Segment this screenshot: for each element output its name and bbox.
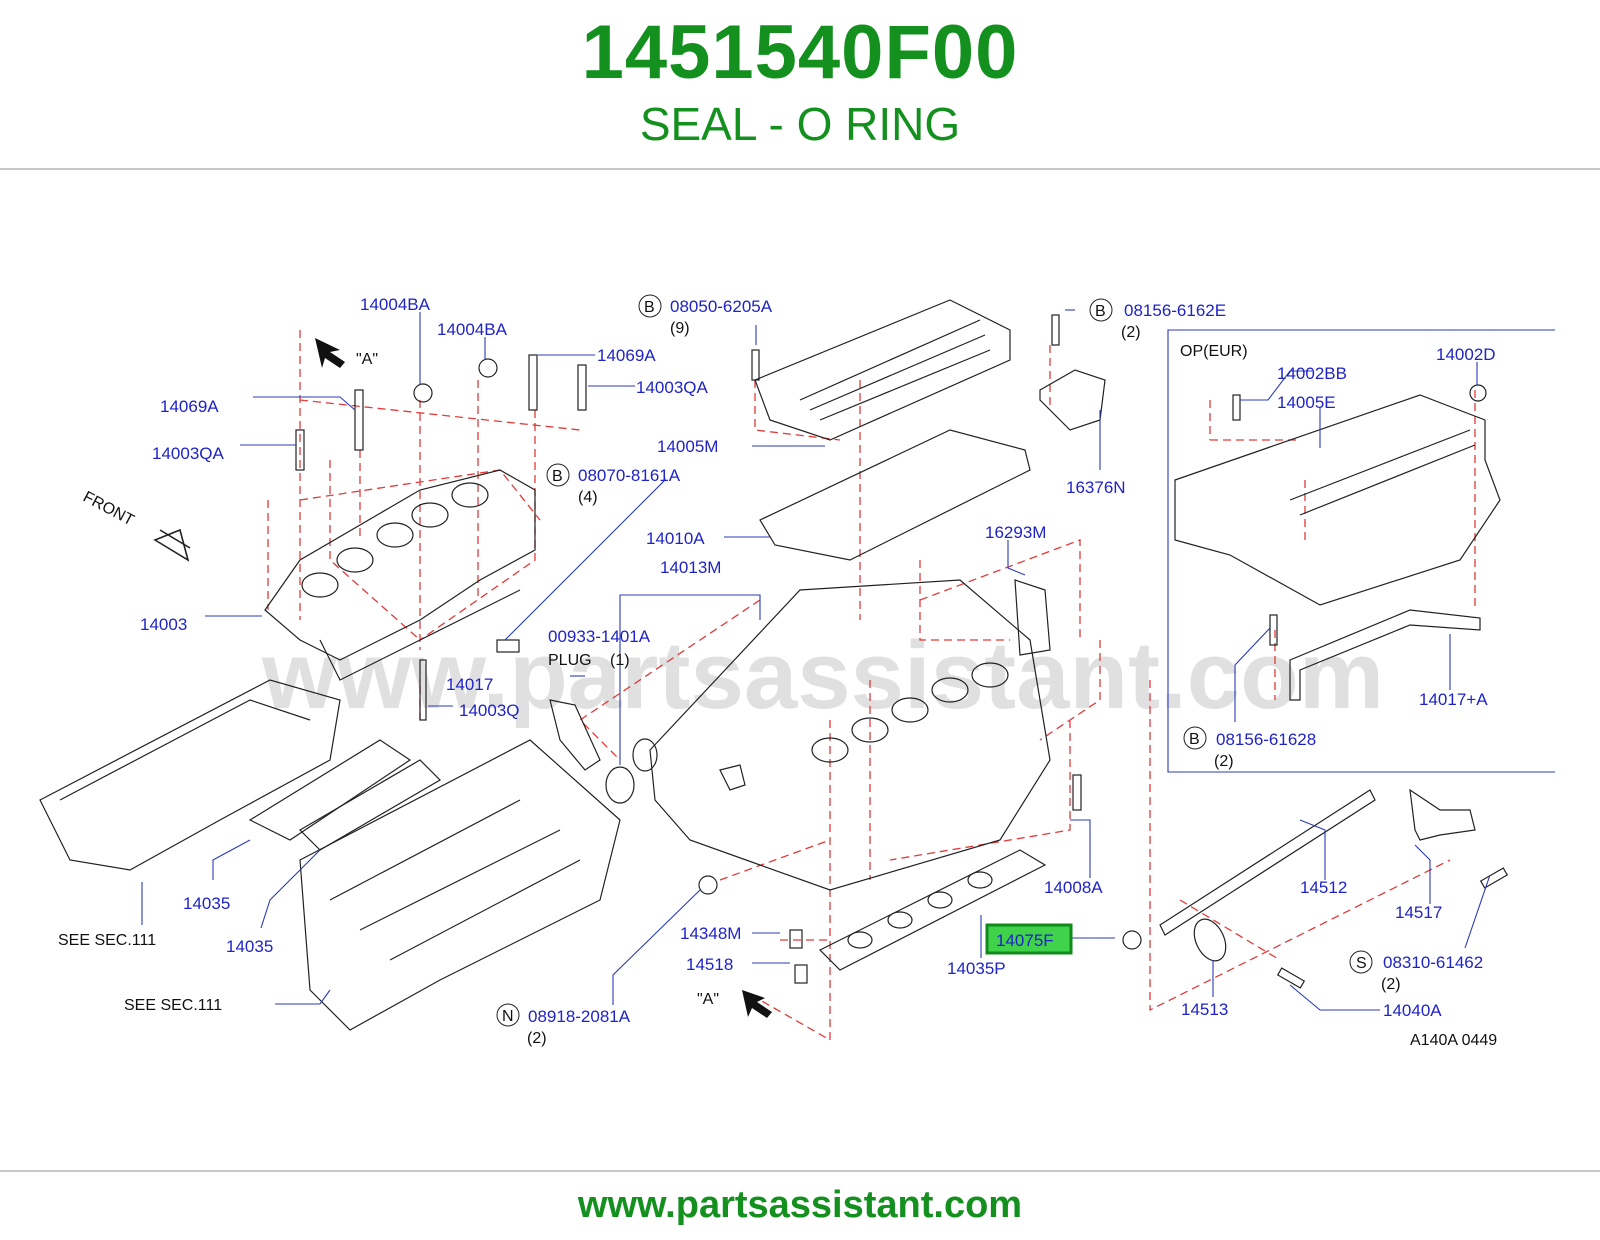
highlight-border <box>985 923 1073 955</box>
label-14040A[interactable]: 14040A <box>1383 1001 1442 1020</box>
label-14003QA-2[interactable]: 14003QA <box>152 444 224 463</box>
part-fuel-rail-14512 <box>1159 789 1376 936</box>
circle-b-1: B <box>644 299 655 316</box>
label-14004BA-1[interactable]: 14004BA <box>360 295 431 314</box>
view-a-arrow-icon-top <box>315 338 345 368</box>
label-14517[interactable]: 14517 <box>1395 903 1442 922</box>
diagram-code: A140A 0449 <box>1410 1032 1497 1049</box>
circle-s: S <box>1356 955 1367 972</box>
label-08070-8161A[interactable]: 08070-8161A <box>578 466 681 485</box>
label-plug-qty: (1) <box>610 652 630 669</box>
header-divider <box>0 168 1600 170</box>
label-14005E[interactable]: 14005E <box>1277 393 1336 412</box>
part-description: SEAL - O RING <box>639 98 961 150</box>
label-view-a-top: "A" <box>356 351 378 368</box>
label-see-sec-111-2: SEE SEC.111 <box>124 997 222 1014</box>
label-00933-1401A[interactable]: 00933-1401A <box>548 627 651 646</box>
footer-url-link[interactable]: www.partsassistant.com <box>577 1184 1023 1226</box>
part-cylinder-head-left <box>299 739 621 1031</box>
label-view-a-bottom: "A" <box>697 991 719 1008</box>
label-14003Q[interactable]: 14003Q <box>459 701 520 720</box>
leader-lines <box>141 309 1491 1011</box>
part-intake-collector-14013M <box>632 579 1051 891</box>
label-14513[interactable]: 14513 <box>1181 1000 1228 1019</box>
part-o-ring-seal <box>605 766 635 804</box>
label-08918-2081A[interactable]: 08918-2081A <box>528 1007 631 1026</box>
part-collector-cover <box>754 299 1011 441</box>
watermark-text: www.partsassistant.com <box>261 622 1384 729</box>
part-engine-cover-eur <box>1174 394 1501 606</box>
label-14518[interactable]: 14518 <box>686 955 733 974</box>
label-14069A-1[interactable]: 14069A <box>597 346 656 365</box>
label-14008A[interactable]: 14008A <box>1044 878 1103 897</box>
label-16293M[interactable]: 16293M <box>985 523 1046 542</box>
label-14002D[interactable]: 14002D <box>1436 345 1496 364</box>
part-manifold-gasket-14035P <box>818 849 1047 971</box>
label-14017[interactable]: 14017 <box>446 675 493 694</box>
label-plug: PLUG <box>548 652 592 669</box>
label-08156-61628[interactable]: 08156-61628 <box>1216 730 1316 749</box>
part-pressure-regulator-14517 <box>1409 788 1476 841</box>
label-14003QA-1[interactable]: 14003QA <box>636 378 708 397</box>
highlight-box <box>987 925 1071 953</box>
page-header: 1451540F00 SEAL - O RING <box>0 0 1600 168</box>
label-14003[interactable]: 14003 <box>140 615 187 634</box>
label-front: FRONT <box>80 489 137 530</box>
label-08050-6205A[interactable]: 08050-6205A <box>670 297 773 316</box>
label-14005M[interactable]: 14005M <box>657 437 718 456</box>
label-08156E-qty: (2) <box>1121 324 1141 341</box>
part-cylinder-head-gasket-left <box>39 679 341 871</box>
part-bracket-14017A <box>1289 609 1481 701</box>
part-bolts-and-studs <box>295 314 1509 989</box>
label-14010A[interactable]: 14010A <box>646 529 705 548</box>
circled-letters: B B B B N S <box>496 294 1373 1027</box>
label-14004BA-2[interactable]: 14004BA <box>437 320 508 339</box>
label-14069A-2[interactable]: 14069A <box>160 397 219 416</box>
part-gaskets-14035 <box>248 739 441 851</box>
label-08070-qty: (4) <box>578 489 598 506</box>
label-08310-qty: (2) <box>1381 976 1401 993</box>
exploded-view-svg: www.partsassistant.com <box>39 294 1555 1049</box>
circle-b-3: B <box>1095 303 1106 320</box>
label-08156-61628-qty: (2) <box>1214 753 1234 770</box>
front-arrow-icon <box>153 528 191 562</box>
label-14035-2[interactable]: 14035 <box>226 937 273 956</box>
part-number-title: 1451540F00 <box>581 10 1019 95</box>
label-14013M[interactable]: 14013M <box>660 558 721 577</box>
label-14035P[interactable]: 14035P <box>947 959 1006 978</box>
op-eur-box <box>1167 329 1555 773</box>
part-plate-14513 <box>1193 918 1227 962</box>
label-08918-qty: (2) <box>527 1030 547 1047</box>
label-16376N[interactable]: 16376N <box>1066 478 1126 497</box>
part-collector-gasket-14010A <box>759 429 1031 561</box>
label-14017A[interactable]: 14017+A <box>1419 690 1488 709</box>
circle-b-2: B <box>552 468 563 485</box>
label-see-sec-111-1: SEE SEC.111 <box>58 932 156 949</box>
label-14512[interactable]: 14512 <box>1300 878 1347 897</box>
label-14035-1[interactable]: 14035 <box>183 894 230 913</box>
part-labels: 14004BA 14004BA 14069A 14003QA 14069A 14… <box>58 295 1497 1049</box>
label-14075F[interactable]: 14075F <box>996 931 1054 950</box>
circle-n: N <box>502 1008 514 1025</box>
circle-b-4: B <box>1189 731 1200 748</box>
label-op-eur: OP(EUR) <box>1180 343 1248 360</box>
label-14002BB[interactable]: 14002BB <box>1277 364 1347 383</box>
label-08156-6162E[interactable]: 08156-6162E <box>1124 301 1226 320</box>
footer-divider <box>0 1170 1600 1172</box>
label-14348M[interactable]: 14348M <box>680 924 741 943</box>
label-08050-qty: (9) <box>670 320 690 337</box>
view-a-arrow-icon-bottom <box>742 990 772 1018</box>
parts-diagram: www.partsassistant.com <box>0 270 1600 1070</box>
label-08310-61462[interactable]: 08310-61462 <box>1383 953 1483 972</box>
part-intake-manifold-upper-left <box>264 469 536 681</box>
part-nuts <box>413 358 1487 950</box>
